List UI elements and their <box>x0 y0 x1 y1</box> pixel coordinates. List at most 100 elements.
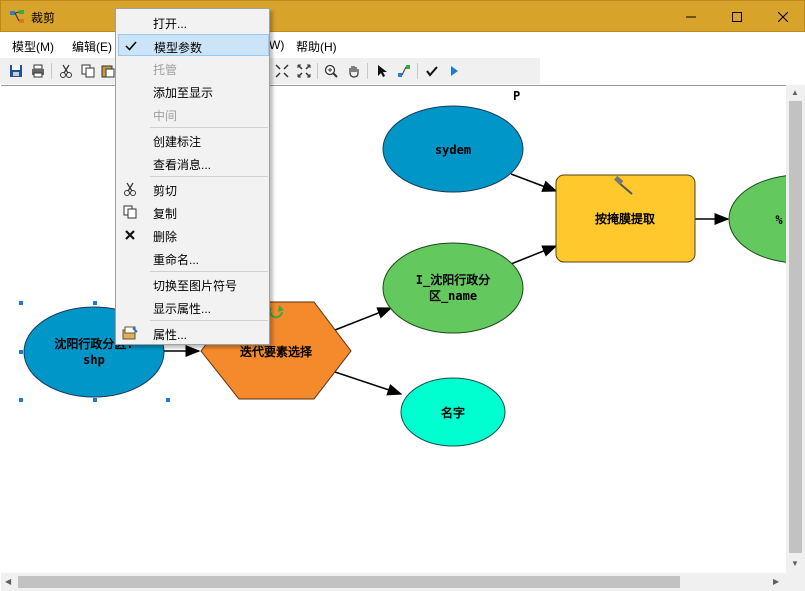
hammer-icon <box>614 175 633 195</box>
print-icon <box>31 64 45 78</box>
menu-separator <box>150 271 268 272</box>
node-iterate-label: 迭代要素选择 <box>240 344 313 359</box>
copy-icon <box>81 64 95 78</box>
delete-x-icon <box>122 227 138 243</box>
menu-model[interactable]: 模型(M) <box>12 40 54 54</box>
paste-icon <box>101 64 115 78</box>
node-sydem-label: sydem <box>435 143 471 157</box>
node-i-name-label-line1: I_沈阳行政分 <box>416 272 490 288</box>
menu-item-label: 查看消息... <box>153 158 212 172</box>
menu-separator <box>150 127 268 128</box>
node-output[interactable] <box>728 175 786 263</box>
toolbar-separator <box>417 63 418 79</box>
node-input-shapefile-label-line2: shp <box>83 353 105 367</box>
properties-icon <box>122 325 138 341</box>
validate-button[interactable] <box>423 62 441 80</box>
connector-iterate-to-name[interactable] <box>334 307 393 331</box>
maximize-icon <box>732 9 742 25</box>
scroll-down-icon[interactable]: ▼ <box>791 559 799 568</box>
menu-item-create-label[interactable]: 创建标注 <box>118 129 269 151</box>
run-button[interactable] <box>445 62 463 80</box>
node-output-label: % <box>775 213 783 227</box>
toolbar-separator <box>367 63 368 79</box>
node-mingzi[interactable] <box>400 377 506 447</box>
horizontal-scroll-thumb[interactable] <box>18 576 680 588</box>
fit-to-window-button[interactable] <box>295 62 313 80</box>
connect-icon <box>397 64 411 78</box>
window-title: 裁剪 <box>31 11 56 25</box>
menu-item-label: 重命名... <box>153 253 200 267</box>
hand-icon <box>347 64 361 78</box>
node-i-name[interactable] <box>382 242 524 334</box>
menu-item-label: 剪切 <box>153 184 178 198</box>
minimize-button[interactable] <box>668 1 714 32</box>
connector-name-to-extract[interactable] <box>510 245 558 265</box>
node-sydem[interactable] <box>382 105 524 193</box>
vertical-scroll-thumb[interactable] <box>789 101 802 553</box>
full-extent-icon <box>275 64 289 78</box>
node-i-name-label-line2: 区_name <box>429 289 477 304</box>
vertical-scrollbar[interactable]: ▲ ▼ <box>786 85 805 573</box>
connector-sydem-to-extract[interactable] <box>510 173 558 192</box>
menu-item-delete[interactable]: 删除 <box>118 224 269 246</box>
parameter-marker: P <box>513 89 520 103</box>
cut-button[interactable] <box>57 62 75 80</box>
menu-item-label: 打开... <box>153 17 188 31</box>
paste-button[interactable] <box>99 62 117 80</box>
toolbar-separator <box>317 63 318 79</box>
menu-item-cut[interactable]: 剪切 <box>118 178 269 200</box>
checkmark-icon <box>123 38 139 54</box>
menu-item-switch-to-picture-symbol[interactable]: 切换至图片符号 <box>118 273 269 295</box>
menu-edit[interactable]: 编辑(E) <box>72 40 112 54</box>
toolbar <box>0 58 540 84</box>
model-app-icon <box>9 9 25 25</box>
menu-windows[interactable]: W) <box>269 38 285 52</box>
toolbar-separator <box>51 63 52 79</box>
zoom-in-button[interactable] <box>322 62 340 80</box>
menu-item-add-to-display[interactable]: 添加至显示 <box>118 80 269 102</box>
node-extract-by-mask[interactable] <box>555 174 696 263</box>
copy-button[interactable] <box>79 62 97 80</box>
scroll-right-icon[interactable]: ▶ <box>773 577 780 586</box>
select-button[interactable] <box>373 62 391 80</box>
add-connection-button[interactable] <box>395 62 413 80</box>
menu-item-label: 属性... <box>153 328 188 342</box>
zoom-full-extent-button[interactable] <box>273 62 291 80</box>
menu-item-label: 中间 <box>153 109 178 123</box>
context-menu: 打开... 模型参数 托管 添加至显示 中间 创建标注 查看消息... 剪切 复… <box>115 8 270 345</box>
cursor-arrow-icon <box>375 64 389 78</box>
maximize-button[interactable] <box>714 1 760 32</box>
scroll-up-icon[interactable]: ▲ <box>791 88 799 97</box>
menu-item-label: 切换至图片符号 <box>153 279 238 293</box>
menu-item-open[interactable]: 打开... <box>118 11 269 33</box>
menu-item-label: 添加至显示 <box>153 86 214 100</box>
node-extract-label: 按掩膜提取 <box>595 211 655 226</box>
menu-item-label: 复制 <box>153 207 178 221</box>
scissors-icon <box>122 181 138 197</box>
scrollbar-corner <box>786 573 805 591</box>
menu-item-model-parameter[interactable]: 模型参数 <box>118 34 269 56</box>
close-button[interactable] <box>760 1 805 32</box>
iterator-icon <box>269 305 284 319</box>
horizontal-scrollbar[interactable]: ◀ ▶ <box>1 573 786 591</box>
menu-separator <box>150 176 268 177</box>
checkmark-icon <box>425 64 439 78</box>
menu-item-label: 模型参数 <box>154 41 203 55</box>
copy-icon <box>122 204 138 220</box>
menu-item-managed: 托管 <box>118 57 269 79</box>
menu-item-properties[interactable]: 属性... <box>118 322 269 344</box>
scissors-icon <box>59 64 73 78</box>
save-button[interactable] <box>7 62 25 80</box>
menu-item-label: 创建标注 <box>153 135 202 149</box>
menu-help[interactable]: 帮助(H) <box>296 40 337 54</box>
pan-button[interactable] <box>345 62 363 80</box>
connector-iterate-to-mingzi[interactable] <box>334 371 403 396</box>
save-icon <box>9 64 23 78</box>
menu-item-copy[interactable]: 复制 <box>118 201 269 223</box>
menu-item-rename[interactable]: 重命名... <box>118 247 269 269</box>
print-button[interactable] <box>29 62 47 80</box>
menu-item-view-messages[interactable]: 查看消息... <box>118 152 269 174</box>
menu-separator <box>150 320 268 321</box>
menu-item-display-properties[interactable]: 显示属性... <box>118 296 269 318</box>
scroll-left-icon[interactable]: ◀ <box>5 577 12 586</box>
